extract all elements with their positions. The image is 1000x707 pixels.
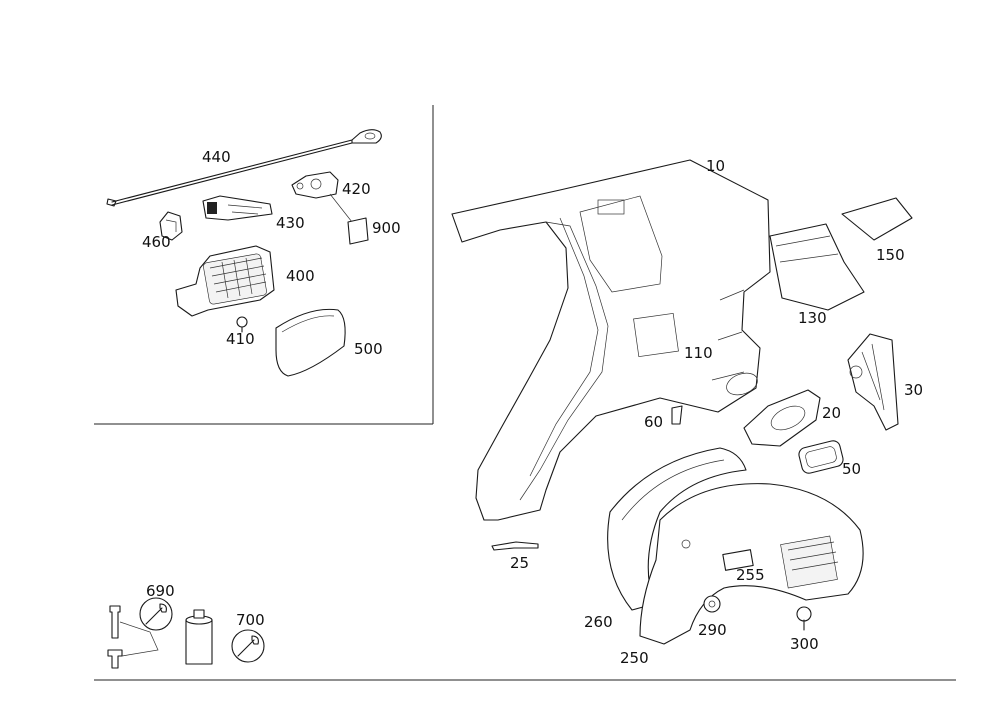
callout-700: 700 bbox=[236, 611, 265, 629]
side-panel-part-10[interactable] bbox=[451, 159, 771, 521]
callout-250: 250 bbox=[620, 649, 649, 667]
callout-400: 400 bbox=[286, 267, 315, 285]
wrench-icon bbox=[231, 629, 265, 663]
screw-part-410[interactable] bbox=[236, 316, 248, 333]
callout-150: 150 bbox=[876, 246, 905, 264]
callout-50: 50 bbox=[842, 460, 861, 478]
callout-440: 440 bbox=[202, 148, 231, 166]
callout-430: 430 bbox=[276, 214, 305, 232]
callout-25: 25 bbox=[510, 554, 529, 572]
callout-300: 300 bbox=[790, 635, 819, 653]
reinforcement-part-30[interactable] bbox=[847, 333, 899, 431]
strip-part-25[interactable] bbox=[491, 541, 539, 551]
fuel-flap-part-500[interactable] bbox=[275, 308, 346, 377]
callout-690: 690 bbox=[146, 582, 175, 600]
patch-part-255[interactable] bbox=[722, 549, 754, 571]
housing-pot-part-20[interactable] bbox=[743, 389, 821, 447]
bracket-part-430[interactable] bbox=[202, 195, 273, 221]
callout-20: 20 bbox=[822, 404, 841, 422]
callout-290: 290 bbox=[698, 621, 727, 639]
callout-10: 10 bbox=[706, 157, 725, 175]
clip-part-460[interactable] bbox=[159, 211, 183, 241]
panel-part-130[interactable] bbox=[769, 223, 865, 311]
clip-part-290[interactable] bbox=[703, 595, 721, 613]
release-cable-part-440[interactable] bbox=[106, 129, 382, 207]
inset-frame bbox=[94, 105, 434, 425]
seal-part-50[interactable] bbox=[797, 439, 844, 474]
label-part-900[interactable] bbox=[347, 217, 369, 245]
callout-460: 460 bbox=[142, 233, 171, 251]
callout-410: 410 bbox=[226, 330, 255, 348]
plug-part-60[interactable] bbox=[671, 405, 683, 425]
callout-260: 260 bbox=[584, 613, 613, 631]
bolts-part-690[interactable] bbox=[107, 605, 159, 669]
wheel-arch-liner-part-260[interactable] bbox=[607, 447, 747, 611]
callout-900: 900 bbox=[372, 219, 401, 237]
callout-420: 420 bbox=[342, 180, 371, 198]
filler-housing-part-400[interactable] bbox=[175, 245, 275, 317]
can-part-700[interactable] bbox=[185, 609, 213, 665]
callout-60: 60 bbox=[644, 413, 663, 431]
callout-30: 30 bbox=[904, 381, 923, 399]
callout-labels: 440 420 430 900 460 400 410 500 10 150 1… bbox=[142, 148, 923, 667]
trim-part-150[interactable] bbox=[841, 197, 913, 241]
callout-255: 255 bbox=[736, 566, 765, 584]
rivet-part-300[interactable] bbox=[796, 606, 812, 631]
callout-110: 110 bbox=[684, 344, 713, 362]
wrench-icon bbox=[139, 597, 173, 631]
callout-130: 130 bbox=[798, 309, 827, 327]
callout-500: 500 bbox=[354, 340, 383, 358]
actuator-part-420[interactable] bbox=[291, 171, 353, 223]
